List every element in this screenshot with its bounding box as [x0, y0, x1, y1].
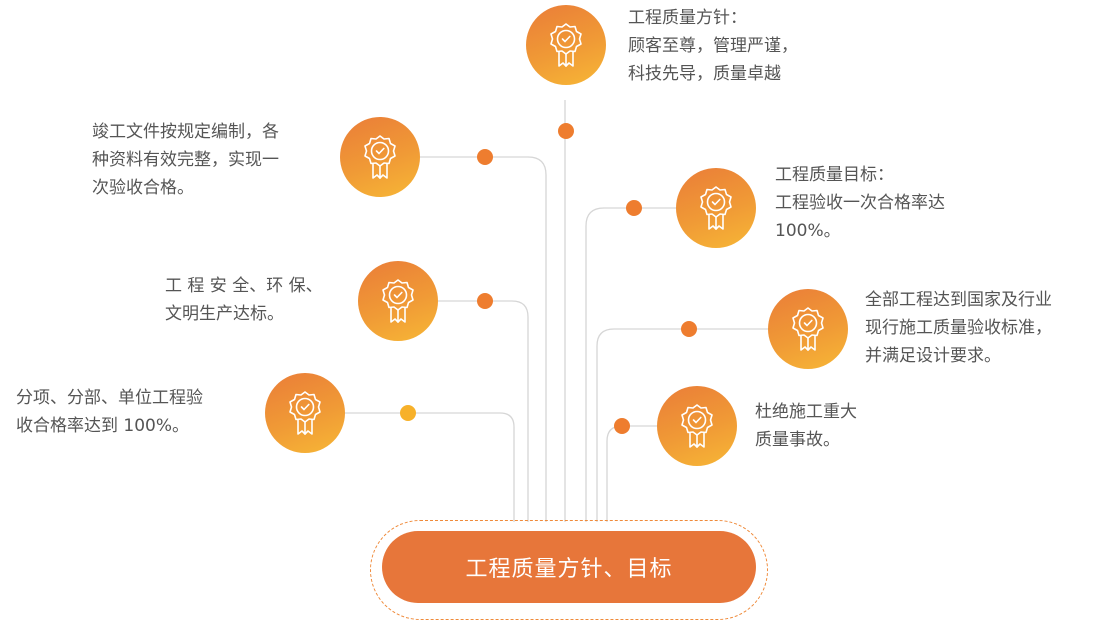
connector-dot — [626, 200, 642, 216]
center-hub: 工程质量方针、目标 — [382, 531, 756, 603]
connector-lines — [345, 100, 768, 522]
award-badge-icon — [526, 5, 606, 85]
award-badge-icon — [768, 289, 848, 369]
connector-dot — [558, 123, 574, 139]
connector-line — [606, 425, 657, 522]
no-accidents-text: 杜绝施工重大 质量事故。 — [755, 402, 857, 450]
completion-docs-text: 竣工文件按规定编制，各 种资料有效完整，实现一 次验收合格。 — [92, 122, 279, 198]
sub-item-pass-text: 分项、分部、单位工程验 收合格率达到 100%。 — [16, 388, 203, 436]
connector-dot — [477, 293, 493, 309]
connector-line — [585, 207, 676, 522]
award-badge-icon — [358, 261, 438, 341]
award-badge-icon — [265, 373, 345, 453]
award-badge-icon — [657, 386, 737, 466]
connector-line — [420, 156, 547, 522]
connector-line — [345, 412, 515, 522]
connector-line — [596, 328, 768, 522]
national-standard-text: 全部工程达到国家及行业 现行施工质量验收标准， 并满足设计要求。 — [865, 290, 1052, 366]
connector-dot — [400, 405, 416, 421]
award-badge-icon — [676, 168, 756, 248]
connector-line — [438, 300, 529, 522]
award-badge-icon — [340, 117, 420, 197]
safety-env-text: 工 程 安 全、环 保、 文明生产达标。 — [165, 276, 323, 324]
connector-dot — [477, 149, 493, 165]
center-title: 工程质量方针、目标 — [465, 557, 673, 582]
connector-dot — [681, 321, 697, 337]
quality-policy-text: 工程质量方针： 顾客至尊，管理严谨， 科技先导，质量卓越 — [628, 8, 798, 84]
quality-goal-text: 工程质量目标： 工程验收一次合格率达 100%。 — [775, 165, 945, 241]
connector-dot — [614, 418, 630, 434]
